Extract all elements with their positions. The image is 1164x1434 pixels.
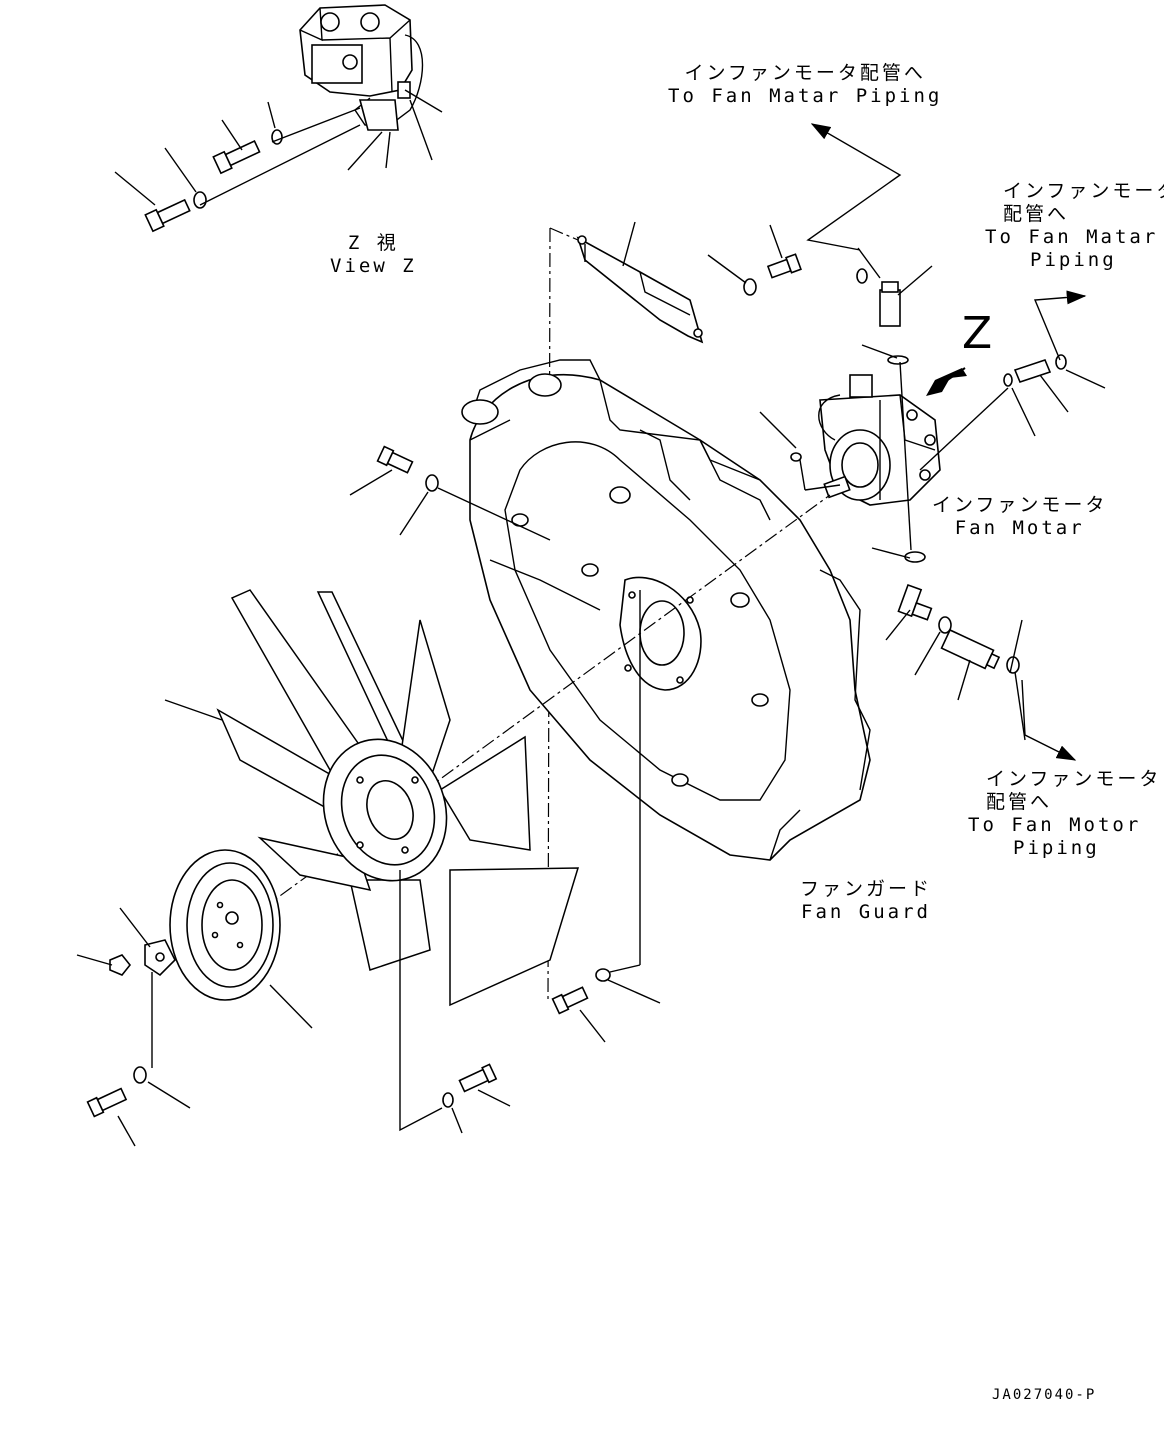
label-fan-motor-piping-right-jp2: 配管へ [1003,203,1070,225]
motor-fittings [790,268,1067,674]
label-view-z-en: View Z [330,255,417,277]
label-fan-motor-piping-right-en2: Piping [1030,249,1117,271]
label-fan-guard-en: Fan Guard [801,901,931,923]
label-fan-motor-piping-top-en: To Fan Matar Piping [668,85,943,107]
label-fan-motor-piping-bottom: インファンモータ 配管へ To Fan Motor Piping [968,768,1161,860]
label-fan-motor-piping-bottom-en2: Piping [1013,837,1100,859]
guard-upper-bolt [349,445,551,541]
label-view-z: Z 視 View Z [330,232,417,278]
bracket-bolts [707,224,802,296]
fan-bolts [399,870,511,1134]
view-z-detail [299,4,424,131]
label-fan-motor-piping-bottom-jp2: 配管へ [986,791,1053,813]
fan-hub [322,738,448,882]
centerline-shaft [239,494,831,926]
label-fan-motor-piping-right-en1: To Fan Matar [985,226,1159,248]
label-fan-motor-en: Fan Motar [954,517,1085,539]
label-fan-motor-piping-right: インファンモータ 配管へ To Fan Matar Piping [985,180,1164,272]
mounting-bracket [576,221,704,344]
label-fan-guard: ファンガード Fan Guard [800,878,932,924]
fan-guard [461,359,871,861]
label-fan-motor-piping-bottom-jp1: インファンモータ [986,768,1162,790]
fan-blades [216,589,580,1007]
label-view-z-jp: Z 視 [347,232,399,254]
label-fan-motor: インファンモータ Fan Motar [932,494,1107,540]
view-z-leaders [114,89,443,206]
centerline-bracket-top [549,227,579,241]
piping-arrows [806,123,1087,761]
motor-leaders [759,247,1106,741]
pulley-leaders [76,699,313,1147]
label-fan-motor-piping-bottom-en1: To Fan Motor [968,814,1142,836]
label-view-z-marker: Z [962,308,993,359]
label-fan-motor-piping-top: インファンモータ配管へ To Fan Matar Piping [668,62,942,108]
label-fan-motor-piping-top-jp: インファンモータ配管へ [684,62,926,84]
view-z-bolts [144,129,283,233]
drawing-code: JA027040-P [992,1387,1097,1403]
view-z-arrow [926,367,967,396]
pulley-hardware [86,939,176,1118]
label-fan-motor-piping-right-jp1: インファンモータ [1003,180,1164,202]
guard-lower-bolts [551,590,661,1043]
pulley [169,849,281,1001]
label-fan-guard-jp: ファンガード [800,878,933,900]
label-fan-motor-jp: インファンモータ [932,494,1108,516]
